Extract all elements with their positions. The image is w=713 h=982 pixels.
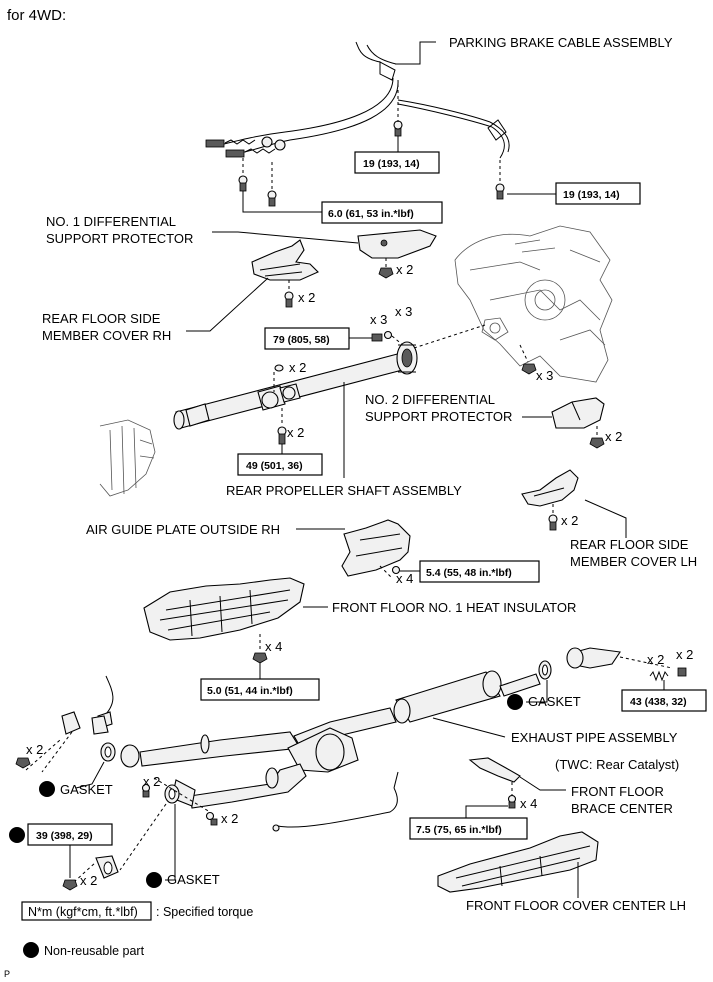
no2-differential-support-protector: [551, 397, 605, 429]
label-gasket-lower: GASKET: [167, 872, 220, 887]
legend-torque-desc: : Specified torque: [156, 905, 253, 919]
qty-mid-bolt2: x 2: [221, 811, 238, 826]
qty-39-nut: x 2: [80, 873, 97, 888]
nut-icon: [677, 667, 687, 677]
label-no2-diff-line1: NO. 2 DIFFERENTIAL: [365, 392, 495, 407]
bolt-icon: [141, 783, 151, 798]
torque-43: 43 (438, 32): [630, 696, 687, 708]
qty-shaft-bolt: x 2: [287, 425, 304, 440]
label-exhaust-pipe-assembly: EXHAUST PIPE ASSEMBLY: [511, 730, 678, 745]
torque-7-5: 7.5 (75, 65 in.*lbf): [416, 824, 502, 836]
label-rear-floor-lh-line1: REAR FLOOR SIDE: [570, 537, 689, 552]
qty-rear-floor-lh: x 2: [561, 513, 578, 528]
label-twc-note: (TWC: Rear Catalyst): [555, 757, 679, 772]
torque-5-0: 5.0 (51, 44 in.*lbf): [207, 685, 293, 697]
label-rear-floor-rh-line2: MEMBER COVER RH: [42, 328, 171, 343]
bolt-icon: [548, 514, 558, 531]
bolt-icon: [205, 811, 218, 826]
label-rear-propeller-shaft: REAR PROPELLER SHAFT ASSEMBLY: [226, 483, 462, 498]
label-no1-diff-line1: NO. 1 DIFFERENTIAL: [46, 214, 176, 229]
bolt-icon: [495, 183, 505, 200]
label-air-guide-plate: AIR GUIDE PLATE OUTSIDE RH: [86, 522, 280, 537]
transmission-sketch: [99, 419, 156, 497]
label-gasket-left: GASKET: [60, 782, 113, 797]
label-rear-floor-rh-line1: REAR FLOOR SIDE: [42, 311, 161, 326]
nut-icon: [252, 652, 268, 664]
non-reusable-marker: [146, 872, 162, 888]
exhaust-pipe-assembly: [120, 647, 621, 809]
spring-icon: [649, 670, 669, 682]
qty-brace: x 4: [520, 796, 537, 811]
bolt-icon: [391, 565, 401, 575]
label-gasket-right: GASKET: [528, 694, 581, 709]
washer-icon: [274, 364, 284, 372]
label-front-floor-cover: FRONT FLOOR COVER CENTER LH: [466, 898, 686, 913]
rear-floor-side-member-cover-rh: [251, 239, 319, 281]
rear-differential-sketch: [454, 225, 613, 383]
torque-39: 39 (398, 29): [36, 830, 93, 842]
qty-shaft-washer: x 2: [289, 360, 306, 375]
bolt-icon: [267, 190, 277, 207]
variant-heading: for 4WD:: [7, 7, 66, 24]
torque-6-0: 6.0 (61, 53 in.*lbf): [328, 208, 414, 220]
front-floor-heat-insulator: [143, 577, 305, 641]
nut-icon: [521, 363, 537, 375]
qty-rear-floor-rh: x 2: [298, 290, 315, 305]
label-parking-brake-cable: PARKING BRAKE CABLE ASSEMBLY: [449, 35, 673, 50]
front-floor-brace-center: [468, 757, 521, 783]
torque-19-right: 19 (193, 14): [563, 189, 620, 201]
bolt-icon: [277, 426, 287, 445]
torque-49: 49 (501, 36): [246, 460, 303, 472]
label-front-floor-brace-line1: FRONT FLOOR: [571, 784, 664, 799]
qty-left-nut: x 2: [26, 742, 43, 757]
bolt-icon: [507, 794, 517, 809]
legend-non-reusable: Non-reusable part: [44, 944, 145, 958]
parking-brake-cable-drawing: [205, 41, 510, 159]
footer-code: P: [4, 969, 10, 979]
torque-5-4: 5.4 (55, 48 in.*lbf): [426, 567, 512, 579]
torque-19-center: 19 (193, 14): [363, 158, 420, 170]
bolt-icon: [238, 175, 248, 192]
front-floor-cover-center-lh: [437, 831, 599, 893]
label-rear-floor-lh-line2: MEMBER COVER LH: [570, 554, 697, 569]
qty-43-nut: x 2: [676, 647, 693, 662]
rear-floor-side-member-cover-lh: [521, 469, 579, 507]
qty-no2-diff: x 2: [605, 429, 622, 444]
no1-differential-support-protector: [357, 229, 437, 259]
nut-icon: [378, 267, 394, 279]
non-reusable-marker: [507, 694, 523, 710]
qty-heat-insulator: x 4: [265, 639, 282, 654]
label-front-floor-heat-insulator: FRONT FLOOR NO. 1 HEAT INSULATOR: [332, 600, 576, 615]
label-front-floor-brace-line2: BRACE CENTER: [571, 801, 673, 816]
qty-79-bolt: x 3: [370, 312, 387, 327]
non-reusable-marker: [39, 781, 55, 797]
qty-diff-nut: x 3: [536, 368, 553, 383]
torque-79: 79 (805, 58): [273, 334, 330, 346]
label-no1-diff-line2: SUPPORT PROTECTOR: [46, 231, 193, 246]
qty-79-washer: x 3: [395, 304, 412, 319]
non-reusable-marker: [9, 827, 25, 843]
bolt-icon: [284, 291, 294, 308]
air-guide-plate-outside-rh: [341, 519, 411, 577]
bolt-icon: [371, 330, 393, 342]
nut-icon: [15, 757, 31, 769]
qty-no1-diff: x 2: [396, 262, 413, 277]
label-no2-diff-line2: SUPPORT PROTECTOR: [365, 409, 512, 424]
qty-mid-bolt: x 2: [143, 774, 160, 789]
nut-icon: [62, 879, 78, 891]
bolt-icon: [393, 120, 403, 137]
nut-icon: [589, 437, 605, 449]
legend-torque-unit: N*m (kgf*cm, ft.*lbf): [28, 905, 138, 919]
rear-propeller-shaft: [173, 341, 418, 430]
legend-non-reusable-marker: [23, 942, 39, 958]
qty-air-guide: x 4: [396, 571, 413, 586]
